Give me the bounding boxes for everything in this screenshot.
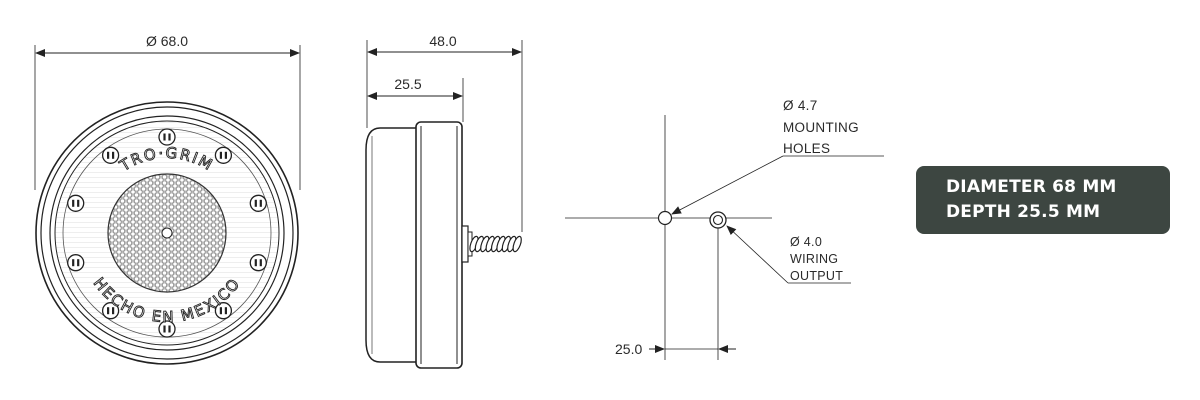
wiring-callout-line-2: WIRING [790, 252, 838, 266]
spacing-dimension: 25.0 [615, 341, 736, 357]
badge-depth-line: DEPTH 25.5 MM [946, 202, 1101, 222]
spec-badge: DIAMETER 68 MM DEPTH 25.5 MM [916, 166, 1170, 234]
wiring-spring [469, 235, 522, 253]
center-screw [161, 227, 173, 239]
body-depth-dimension: 25.5 [367, 76, 464, 122]
led-5 [214, 302, 233, 320]
led-3 [249, 194, 267, 212]
wiring-callout-line-3: OUTPUT [790, 269, 843, 283]
led-6 [158, 320, 176, 338]
led-10 [101, 146, 120, 164]
mounting-callout-line-2: MOUNTING [783, 120, 859, 135]
housing [415, 121, 463, 369]
wiring-hole-inner [712, 214, 724, 226]
led-1 [158, 128, 176, 146]
led-7 [101, 302, 120, 320]
overall-length-dimension: 48.0 [366, 33, 523, 232]
diameter-label: Ø 68.0 [146, 33, 188, 49]
front-view: Ø 68.0 TRO·GRIM HECHO EN MEXICO [34, 33, 301, 365]
led-4 [249, 254, 267, 272]
led-2 [214, 146, 233, 164]
led-8 [67, 254, 85, 272]
diameter-dimension: Ø 68.0 [34, 33, 301, 190]
led-9 [67, 194, 85, 212]
connector-stub [461, 225, 469, 263]
wiring-callout-line-1: Ø 4.0 [790, 235, 822, 249]
mounting-callout-line-1: Ø 4.7 [783, 98, 818, 113]
badge-diameter-line: DIAMETER 68 MM [946, 177, 1117, 197]
mounting-hole [657, 210, 673, 226]
lens-dome [365, 127, 419, 363]
holes-view: Ø 4.7 MOUNTING HOLES Ø 4.0 WIRING OUTPUT… [565, 98, 884, 360]
overall-length-label: 48.0 [429, 33, 456, 49]
led-ring [67, 128, 267, 338]
spacing-label: 25.0 [615, 341, 642, 357]
side-view: 48.0 25.5 [365, 33, 523, 369]
mounting-callout-line-3: HOLES [783, 141, 830, 156]
body-depth-label: 25.5 [394, 76, 421, 92]
